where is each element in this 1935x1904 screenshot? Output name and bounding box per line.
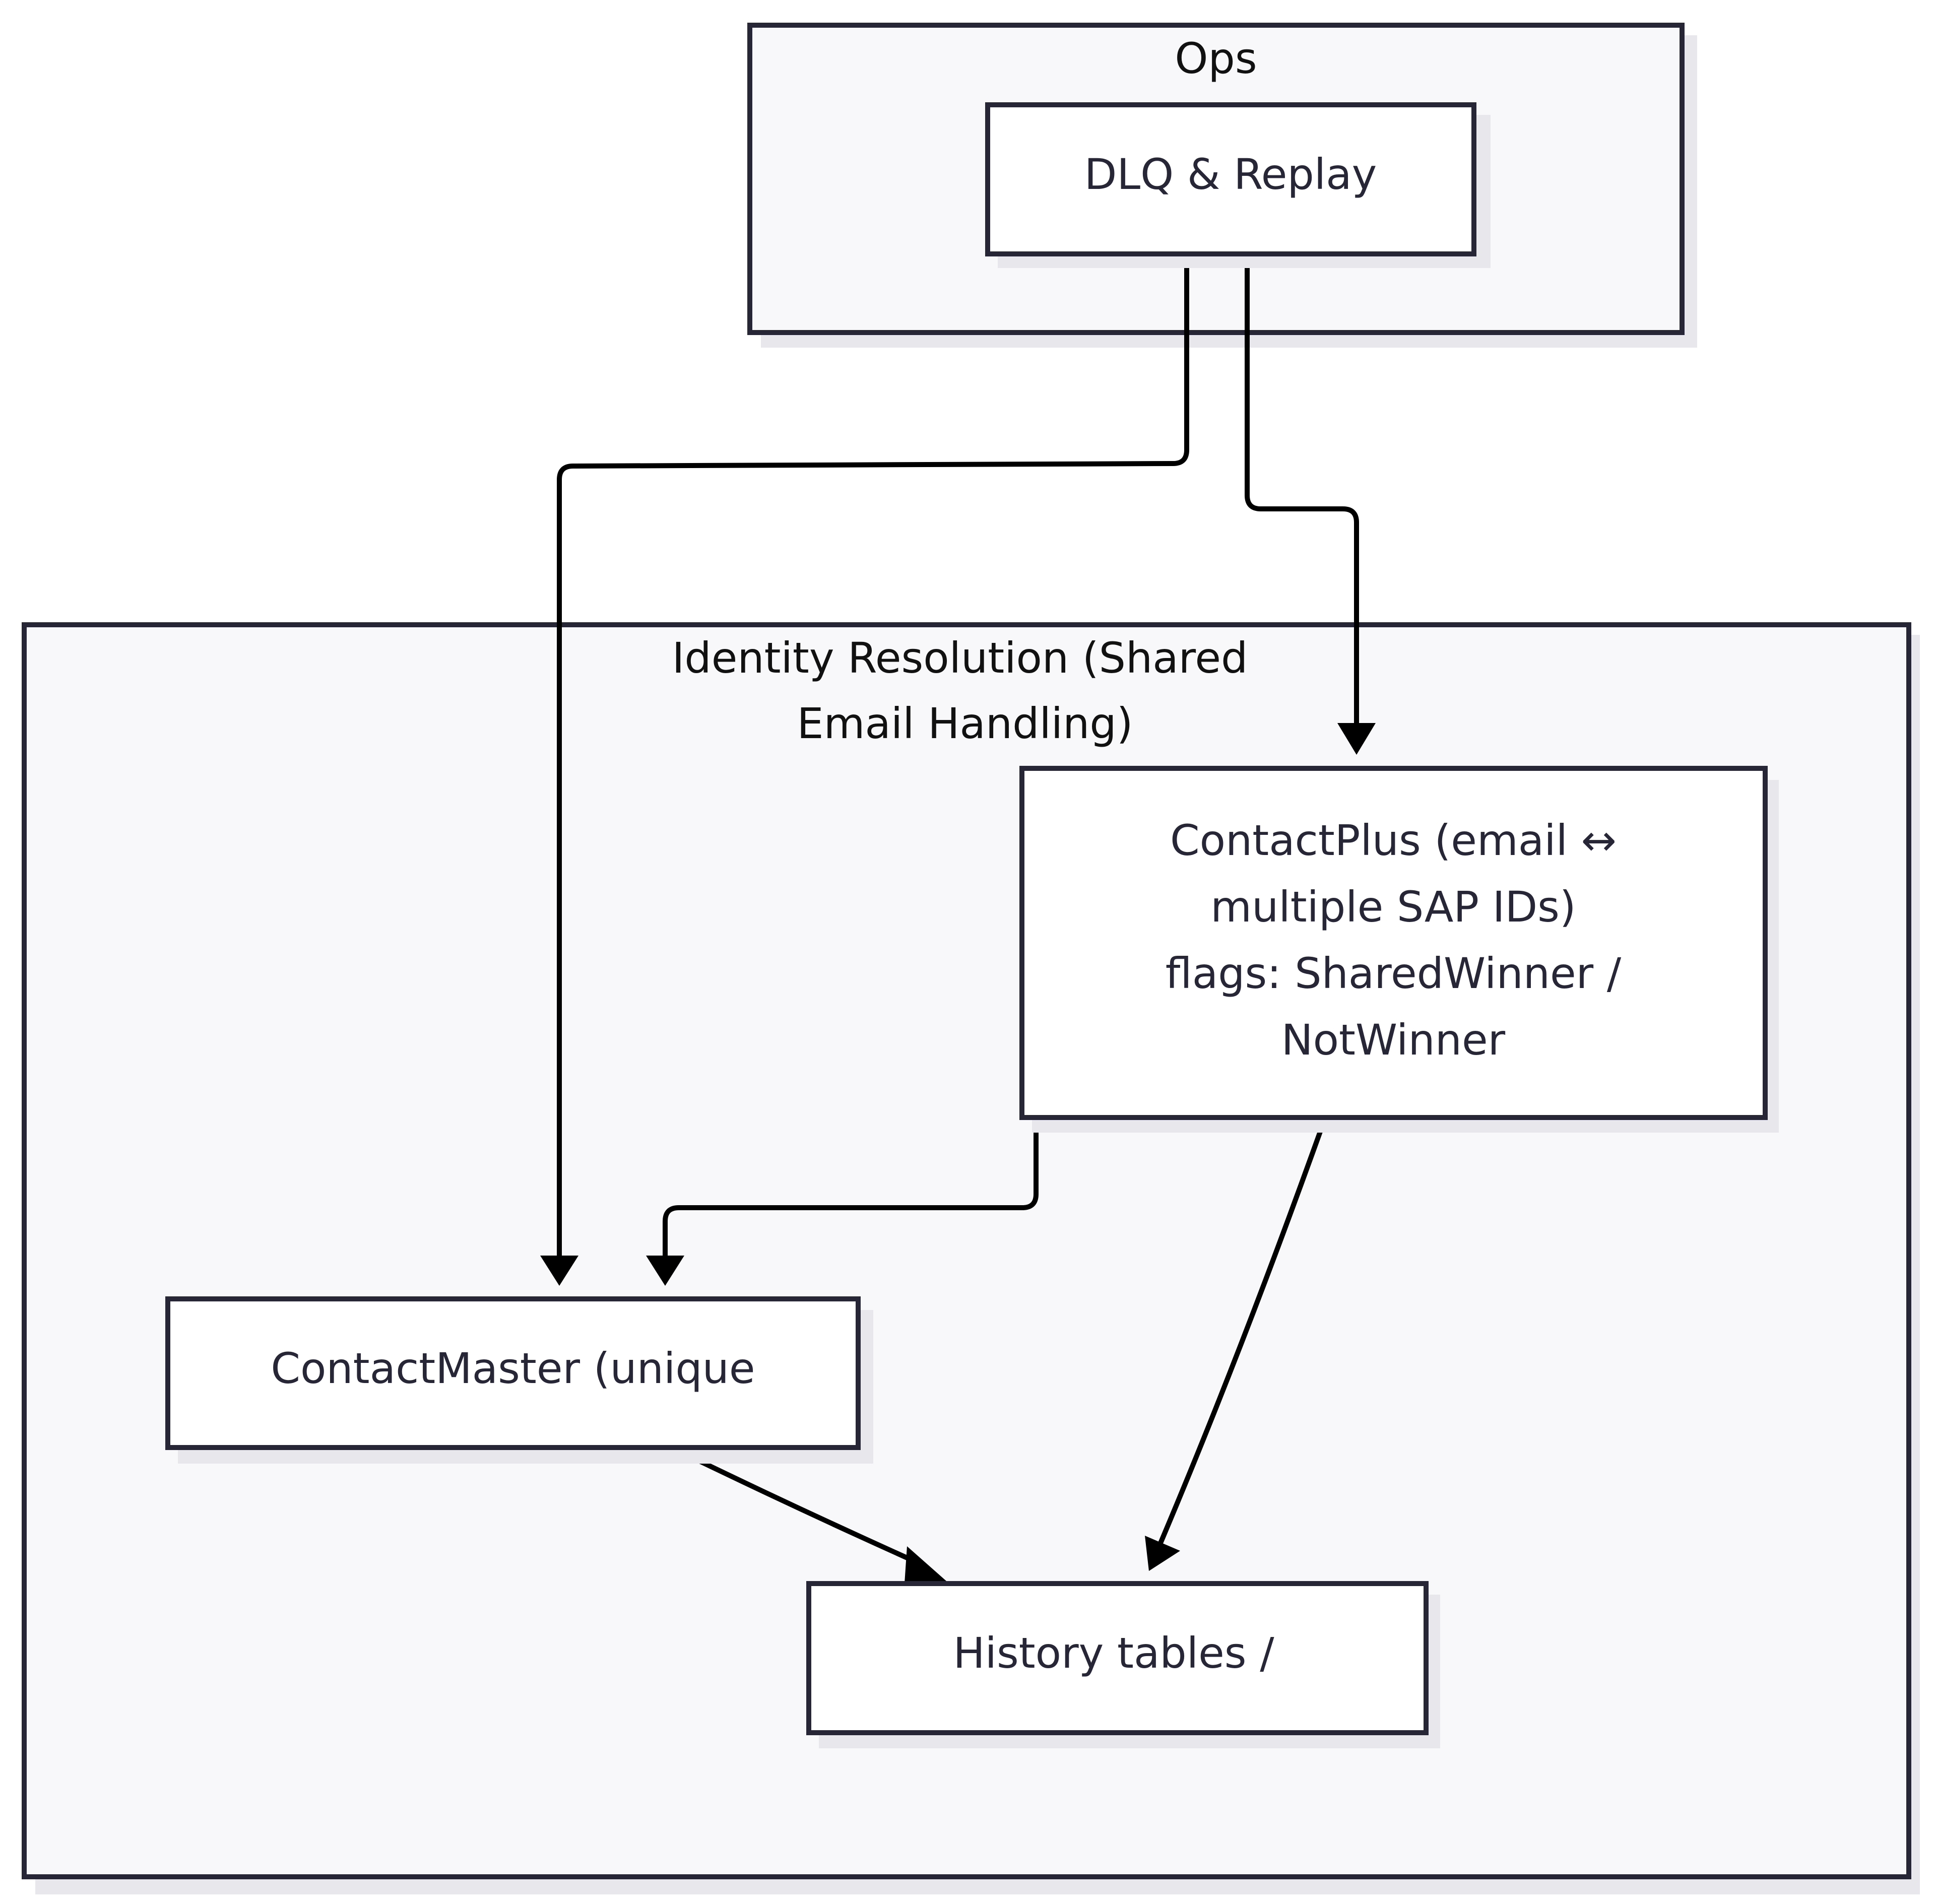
history-node-label: History tables / bbox=[953, 1628, 1274, 1678]
edge-contactplus-to-history bbox=[1157, 1117, 1328, 1545]
contactplus-label-line1: ContactPlus (email ↔ bbox=[1170, 816, 1617, 865]
history-node-box[interactable] bbox=[806, 1581, 1429, 1735]
contactplus-label-line2: multiple SAP IDs) bbox=[1210, 882, 1576, 932]
arrowhead-dlq-to-contactplus bbox=[1337, 723, 1376, 755]
arrowhead-contactplus-to-history bbox=[1145, 1536, 1180, 1571]
node-contactplus[interactable]: ContactPlus (email ↔ multiple SAP IDs) f… bbox=[1019, 766, 1779, 1133]
edges bbox=[540, 254, 1376, 1584]
node-dlq-replay[interactable]: DLQ & Replay bbox=[985, 102, 1491, 268]
edge-contactplus-to-contactmaster bbox=[663, 1118, 1039, 1257]
node-history-tables[interactable]: History tables / bbox=[806, 1581, 1440, 1748]
ops-cluster-title: Ops bbox=[1175, 34, 1257, 83]
arrowhead-contactmaster-to-history bbox=[905, 1546, 946, 1584]
dlq-node-label: DLQ & Replay bbox=[1084, 150, 1377, 199]
contactplus-node-box[interactable] bbox=[1019, 766, 1768, 1120]
arrowhead-dlq-to-contactmaster bbox=[540, 1256, 578, 1286]
contactmaster-node-label: ContactMaster (unique bbox=[271, 1344, 755, 1393]
contactplus-label-line4: NotWinner bbox=[1281, 1015, 1506, 1065]
identity-cluster-title-line2: Email Handling) bbox=[797, 699, 1133, 748]
edge-dlq-to-contactmaster bbox=[557, 254, 1189, 1257]
contactplus-label-line3: flags: SharedWinner / bbox=[1166, 949, 1622, 998]
arrowhead-contactplus-to-contactmaster bbox=[646, 1256, 684, 1286]
edge-contactmaster-to-history bbox=[670, 1445, 918, 1564]
contactmaster-node-box[interactable] bbox=[165, 1296, 861, 1450]
edge-dlq-to-contactplus bbox=[1245, 254, 1359, 724]
node-contactmaster[interactable]: ContactMaster (unique bbox=[165, 1296, 873, 1464]
dlq-node-box[interactable] bbox=[985, 102, 1476, 256]
identity-cluster-title-line1: Identity Resolution (Shared bbox=[672, 633, 1248, 683]
